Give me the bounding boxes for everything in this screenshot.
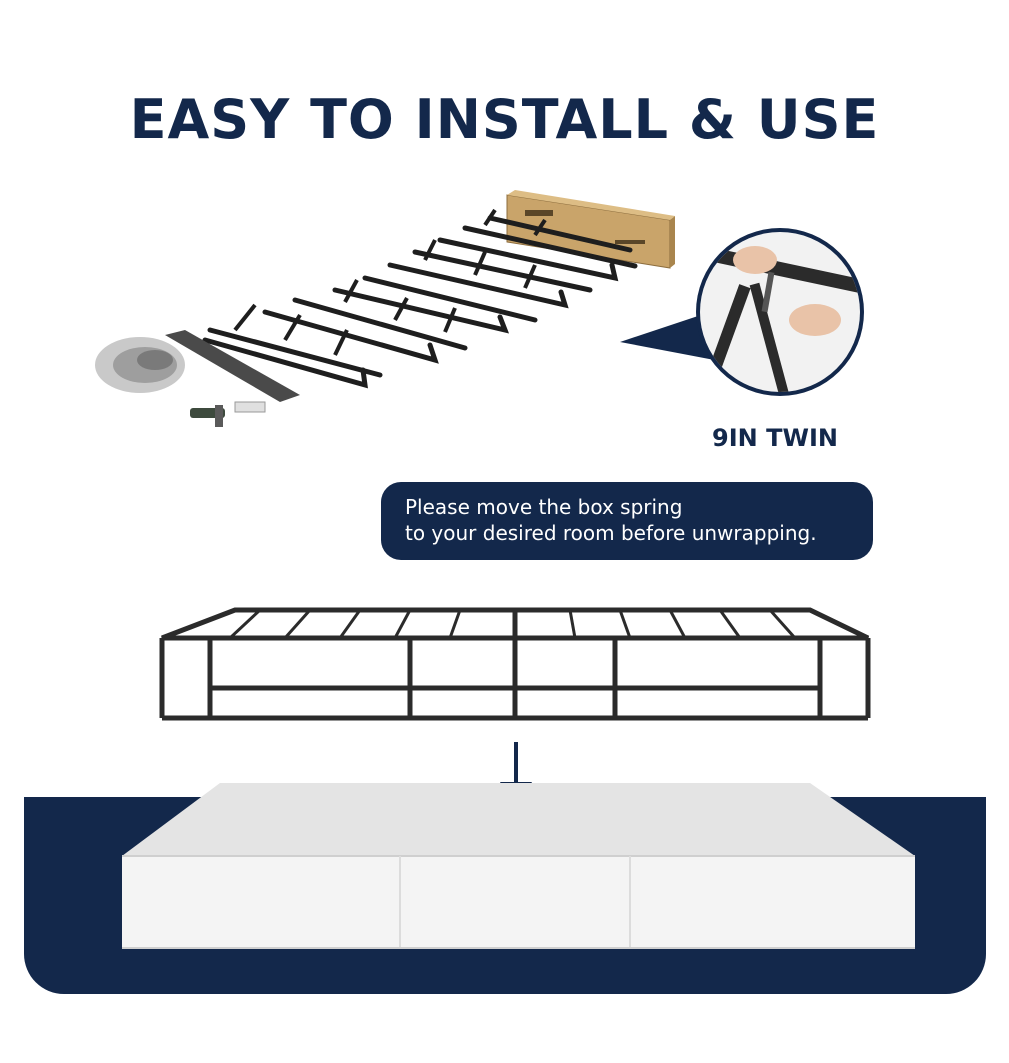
assembly-tools <box>190 401 266 427</box>
assembly-detail-inset <box>620 228 864 396</box>
assembled-frame-illustration <box>159 607 871 721</box>
steel-bar <box>165 330 300 402</box>
notice-line-1: Please move the box spring <box>405 495 683 519</box>
box-spring-illustration <box>122 783 915 949</box>
unwrap-notice: Please move the box spring to your desir… <box>381 482 873 560</box>
headline: EASY TO INSTALL & USE <box>129 88 880 151</box>
notice-line-2: to your desired room before unwrapping. <box>405 521 817 545</box>
disassembled-parts-illustration <box>95 190 675 427</box>
size-label: 9IN TWIN <box>712 424 838 452</box>
hardware-bag <box>95 337 185 393</box>
frame-cross-bars <box>233 208 547 356</box>
frame-slats <box>202 215 638 389</box>
